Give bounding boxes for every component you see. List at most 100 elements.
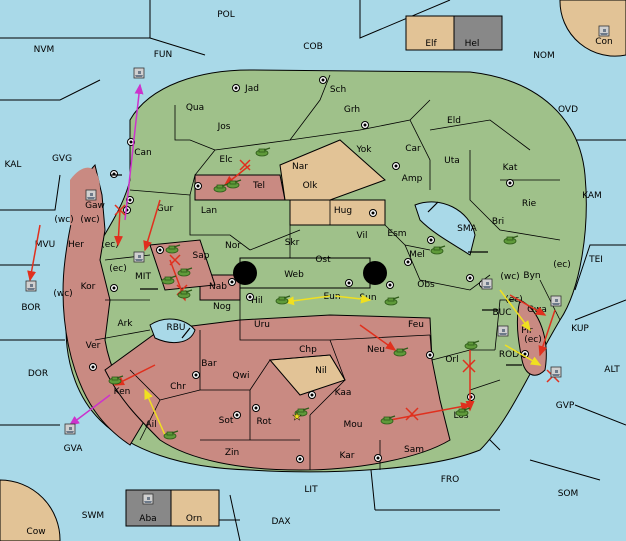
supply-center-dot [194, 373, 198, 377]
province-label-zin: Zin [225, 448, 239, 458]
nar-olk-tan [279, 139, 386, 201]
fleet-unit-icon[interactable] [598, 25, 610, 37]
supply-center-dot [91, 365, 95, 369]
province-label-ken: Ken [114, 387, 131, 397]
failed-order-marks [114, 159, 560, 421]
province-label-vil: Vil [357, 231, 368, 241]
fleet-unit-icon[interactable] [25, 280, 37, 292]
province-label-jad: Jad [244, 84, 259, 94]
supply-center-dot [128, 198, 132, 202]
hel-label: Hel [465, 39, 480, 49]
province-label-car: Car [405, 144, 421, 154]
aba-label: Aba [139, 514, 156, 524]
province-label-kor: Kor [81, 282, 96, 292]
fleet-unit-icon[interactable] [133, 251, 145, 263]
elf-label: Elf [425, 39, 437, 49]
fleet-unit-icon[interactable] [85, 189, 97, 201]
supply-center-dot [230, 280, 234, 284]
province-label-neu: Neu [367, 345, 385, 355]
fleet-unit-icon[interactable] [133, 67, 145, 79]
sea-label-rbu: RBU [166, 323, 185, 333]
fleet-unit-icon[interactable] [142, 493, 154, 505]
province-label-feu: Feu [408, 320, 424, 330]
coast-tag: (ec) [524, 335, 542, 345]
supply-center-dot [371, 211, 375, 215]
order-red-arrow [359, 324, 397, 351]
province-label-sch: Sch [330, 85, 346, 95]
sea-label-pol: POL [217, 10, 235, 20]
supply-center-dot [234, 86, 238, 90]
supply-center-dot [248, 295, 252, 299]
order-red-arrow [223, 164, 251, 186]
order-yellow-arrow [504, 344, 542, 366]
province-label-hug: Hug [334, 206, 352, 216]
order-red-arrow [538, 309, 556, 357]
coast-tag: (wc) [53, 289, 72, 299]
province-label-sam: Sam [404, 445, 424, 455]
left-tip-red [70, 167, 100, 230]
con-label: Con [595, 37, 613, 47]
province-label-sun: Sun [359, 293, 376, 303]
province-label-obs: Obs [417, 280, 435, 290]
province-label-kat: Kat [503, 163, 518, 173]
supply-center-dot [158, 248, 162, 252]
sea-label-kal: KAL [5, 160, 22, 170]
order-red-arrow [143, 199, 161, 252]
order-yellow-arrow [334, 294, 372, 304]
province-label-qwi: Qwi [233, 371, 250, 381]
fleet-unit-icon[interactable] [64, 423, 76, 435]
sea-label-dor: DOR [28, 369, 48, 379]
province-label-gaw: Gaw [85, 201, 105, 211]
sea-label-gvg: GVG [52, 154, 72, 164]
sea-label-lit: LIT [304, 485, 318, 495]
sea-label-ovd: OVD [558, 105, 578, 115]
province-label-bar: Bar [201, 359, 217, 369]
province-label-sot: Sot [219, 416, 234, 426]
sea-connectors [110, 174, 522, 366]
sea-label-dax: DAX [271, 517, 290, 527]
cow-label: Cow [26, 527, 45, 537]
province-label-ark: Ark [117, 319, 133, 329]
coast-tag: (ec) [109, 264, 127, 274]
coast-tag: (ec) [101, 240, 119, 250]
supply-center-dot [394, 164, 398, 168]
lake-east-cap [363, 261, 387, 285]
fail-x-mark [239, 159, 251, 171]
province-label-olk: Olk [303, 181, 319, 191]
coast-tag: (wc) [80, 215, 99, 225]
province-label-mel: Mel [409, 250, 425, 260]
supply-center-dot [388, 283, 392, 287]
fleet-unit-icon[interactable] [481, 278, 493, 290]
province-label-eun: Eun [323, 292, 340, 302]
supply-center-dot [406, 260, 410, 264]
fleet-unit-icon[interactable] [550, 366, 562, 378]
supply-center-dot [321, 78, 325, 82]
supply-center-dot [523, 352, 527, 356]
sea-label-kam: KAM [582, 191, 602, 201]
supply-center-dot [196, 184, 200, 188]
supply-center-dot [363, 123, 367, 127]
fleet-unit-icon[interactable] [550, 295, 562, 307]
supply-center-dot [298, 457, 302, 461]
coast-tag: (ec) [505, 295, 523, 305]
province-label-her: Her [68, 240, 84, 250]
fleet-unit-icon[interactable] [497, 325, 509, 337]
sea-label-mit: MIT [135, 272, 151, 282]
province-label-rie: Rie [522, 199, 537, 209]
cow-region [0, 479, 61, 541]
lake-west-cap [233, 261, 257, 285]
province-label-nog: Nog [213, 302, 231, 312]
province-label-nar: Nar [292, 162, 308, 172]
sea-label-kup: KUP [571, 324, 589, 334]
con-region [559, 0, 626, 57]
supply-center-dot [508, 181, 512, 185]
supply-center-dot [429, 238, 433, 242]
coast-tag: (wc) [54, 215, 73, 225]
order-yellow-arrow [283, 295, 331, 306]
order-magenta-arrow [124, 83, 144, 221]
sea-label-nom: NOM [533, 51, 555, 61]
province-label-skr: Skr [285, 238, 300, 248]
province-label-tel: Tel [252, 181, 265, 191]
fail-x-mark [462, 359, 476, 373]
